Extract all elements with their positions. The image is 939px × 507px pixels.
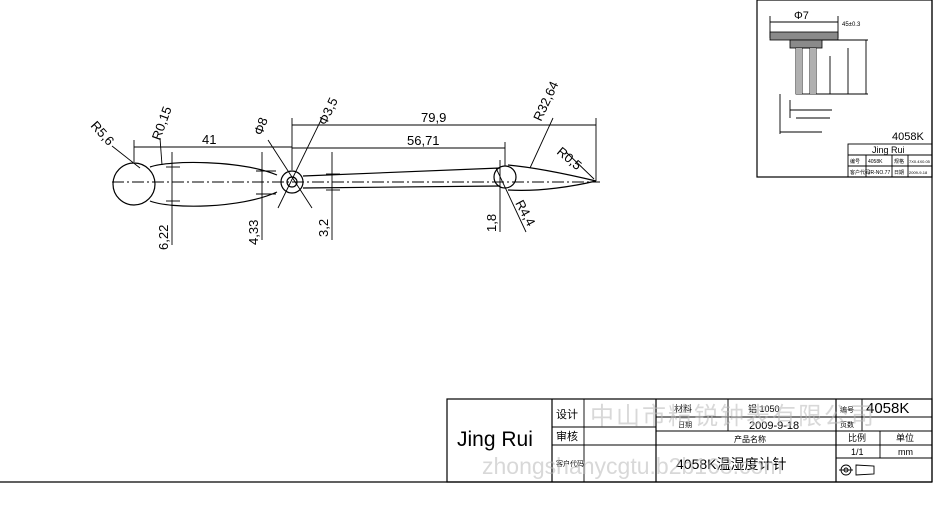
- inset-spec: 45±0.3: [842, 22, 861, 28]
- dim-r56: R5,6: [88, 118, 118, 148]
- dim-r05: R0,5: [554, 144, 585, 173]
- inset-r1c3: 规格: [894, 158, 904, 165]
- number-label: 编号: [840, 405, 854, 414]
- title-company: Jing Rui: [457, 428, 533, 451]
- inset-label: 4058K: [892, 131, 924, 143]
- dim-32: 3,2: [316, 219, 331, 237]
- inset-r2c2: JR-NO.77: [868, 170, 890, 176]
- title-block: Jing Rui 设计 审核 客户代码 材料 铝 1050 日期 2009-9-…: [446, 398, 933, 483]
- watermark-line1: 中山市精锐钟表有限公司: [590, 403, 876, 430]
- unit-value: mm: [898, 447, 913, 457]
- inset-r1c1: 编号: [850, 158, 860, 165]
- dim-433: 4,33: [246, 220, 261, 245]
- inset-r2c1: 客户代码: [850, 169, 870, 176]
- inset-dia7: Φ7: [794, 10, 809, 22]
- customer-code-label: 客户代码: [556, 459, 584, 468]
- watermark: 中山市精锐钟表有限公司 zhongshanycgtu.b2b168.com: [482, 403, 876, 479]
- dim-5671: 56,71: [407, 133, 440, 148]
- inset-r1c2: 4058K: [868, 159, 883, 165]
- dim-dia8: Φ8: [251, 115, 271, 137]
- scale-value: 1/1: [851, 447, 864, 457]
- dim-41: 41: [202, 132, 216, 147]
- inset-r2c3: 日期: [894, 170, 904, 176]
- dim-622: 6,22: [156, 225, 171, 250]
- projection-symbol-icon: [839, 464, 875, 476]
- date-value: 2009-9-18: [749, 420, 799, 432]
- inset-company: Jing Rui: [872, 145, 905, 155]
- unit-label: 单位: [896, 432, 914, 443]
- dim-799: 79,9: [421, 110, 446, 125]
- dimension-lines: [111, 117, 597, 245]
- inset-r1c4: 7X0.4X0.05: [909, 159, 931, 164]
- date-label: 日期: [678, 421, 692, 429]
- product-name-label: 产品名称: [734, 434, 766, 444]
- dim-r3264: R32,64: [530, 79, 561, 123]
- number-value: 4058K: [866, 400, 909, 417]
- inset-r2c4: 2009-9-18: [909, 170, 928, 175]
- dim-r015: R0,15: [149, 104, 175, 142]
- product-name: 4058K温湿度计针: [676, 456, 786, 472]
- inset-drawing: Φ7 45±0.3 4058K Jing Rui 编号 4058K 规格: [756, 0, 933, 178]
- material-value: 铝 1050: [748, 403, 780, 414]
- dim-r44: R4,4: [512, 197, 538, 228]
- review-label: 审核: [556, 429, 578, 443]
- scale-label: 比例: [848, 432, 866, 443]
- dim-18: 1,8: [484, 214, 499, 232]
- page-label: 页数: [840, 420, 854, 429]
- material-label: 材料: [674, 403, 692, 414]
- dimension-labels: R5,6 R0,15 41 Φ8 Φ3,5 79,9 56,71 R32,64 …: [88, 79, 585, 250]
- design-label: 设计: [556, 408, 578, 421]
- dim-dia35: Φ3,5: [315, 95, 341, 127]
- watermark-line2: zhongshanycgtu.b2b168.com: [482, 453, 783, 479]
